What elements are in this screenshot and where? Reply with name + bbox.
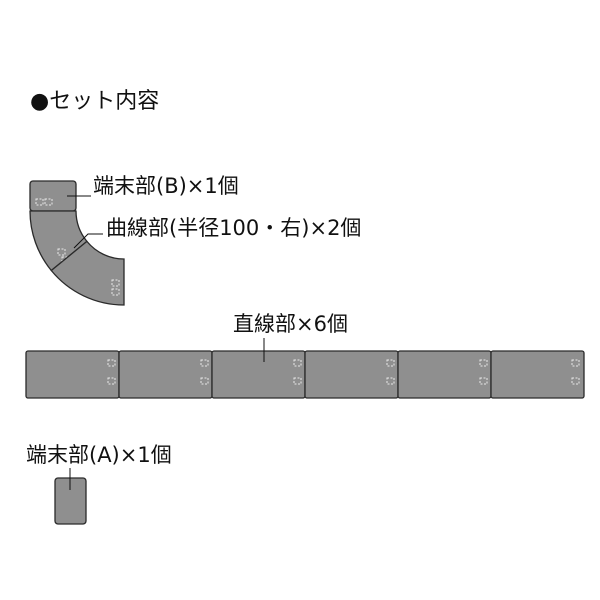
set-contents-heading: ●セット内容 (30, 89, 160, 114)
label-straight-part: 直線部×6個 (233, 312, 348, 336)
leader-curve-part (73, 233, 103, 249)
label-end-part-b: 端末部(B)×1個 (93, 174, 239, 198)
label-curve-part: 曲線部(半径100・右)×2個 (106, 216, 362, 240)
straight-part-5 (397, 350, 492, 399)
straight-part-6 (490, 350, 585, 399)
label-end-part-a: 端末部(A)×1個 (26, 443, 172, 467)
straight-part-3 (211, 350, 306, 399)
straight-part-2 (118, 350, 213, 399)
straight-part-1 (25, 350, 120, 399)
straight-part-4 (304, 350, 399, 399)
curve-part-2 (50, 240, 125, 306)
